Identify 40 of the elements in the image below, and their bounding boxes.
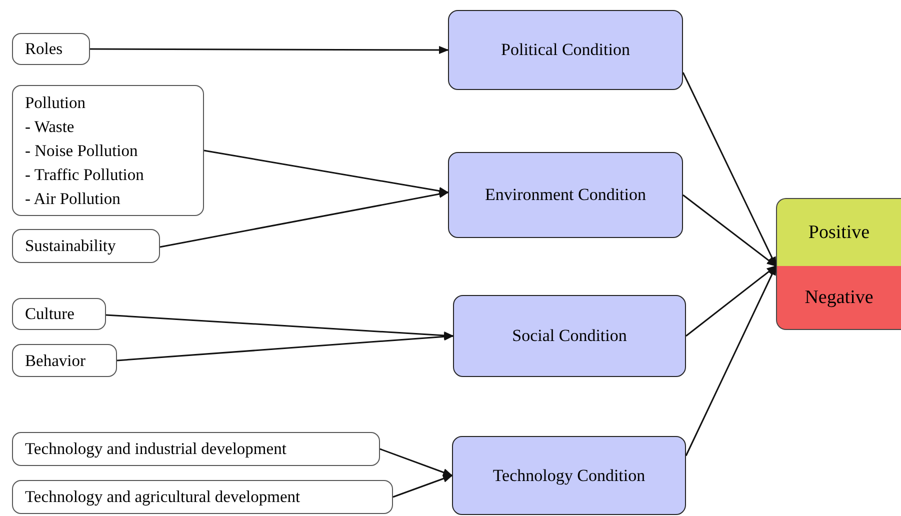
input-box [12, 344, 117, 377]
outcome-box [776, 266, 901, 330]
node-text: - Traffic Pollution [25, 164, 144, 186]
arrow [160, 190, 449, 248]
node-text: Roles [25, 38, 63, 60]
input-box [12, 432, 380, 466]
input-box [12, 85, 204, 216]
input-box [12, 229, 160, 263]
arrow [686, 265, 777, 337]
input-box [12, 33, 90, 65]
condition-box [452, 436, 686, 515]
arrow [90, 46, 449, 54]
arrow [392, 474, 453, 498]
condition-box [448, 152, 683, 238]
arrow [204, 150, 449, 195]
node-text: Sustainability [25, 235, 116, 257]
input-box [12, 298, 106, 330]
arrow [116, 332, 454, 362]
node-text: Pollution [25, 92, 86, 114]
node-text: - Waste [25, 116, 74, 138]
node-text: Technology Condition [492, 464, 646, 487]
node-text: Behavior [25, 350, 86, 372]
node-text: Technology and agricultural development [25, 486, 300, 508]
input-box [12, 480, 393, 514]
condition-box [453, 295, 686, 377]
condition-box [448, 10, 683, 90]
node-text: Culture [25, 303, 74, 325]
arrow [682, 72, 777, 267]
node-text: Political Condition [501, 39, 630, 61]
outcome-box [776, 198, 901, 266]
node-text: - Noise Pollution [25, 140, 138, 162]
node-text: Social Condition [512, 325, 627, 347]
node-text: Positive [808, 220, 870, 244]
arrow [685, 265, 777, 456]
node-text: Negative [804, 286, 874, 310]
node-text: Environment Condition [484, 184, 646, 206]
arrow [682, 194, 777, 267]
node-text: Technology and industrial development [25, 438, 286, 460]
arrow [380, 448, 453, 476]
node-text: - Air Pollution [25, 188, 120, 210]
